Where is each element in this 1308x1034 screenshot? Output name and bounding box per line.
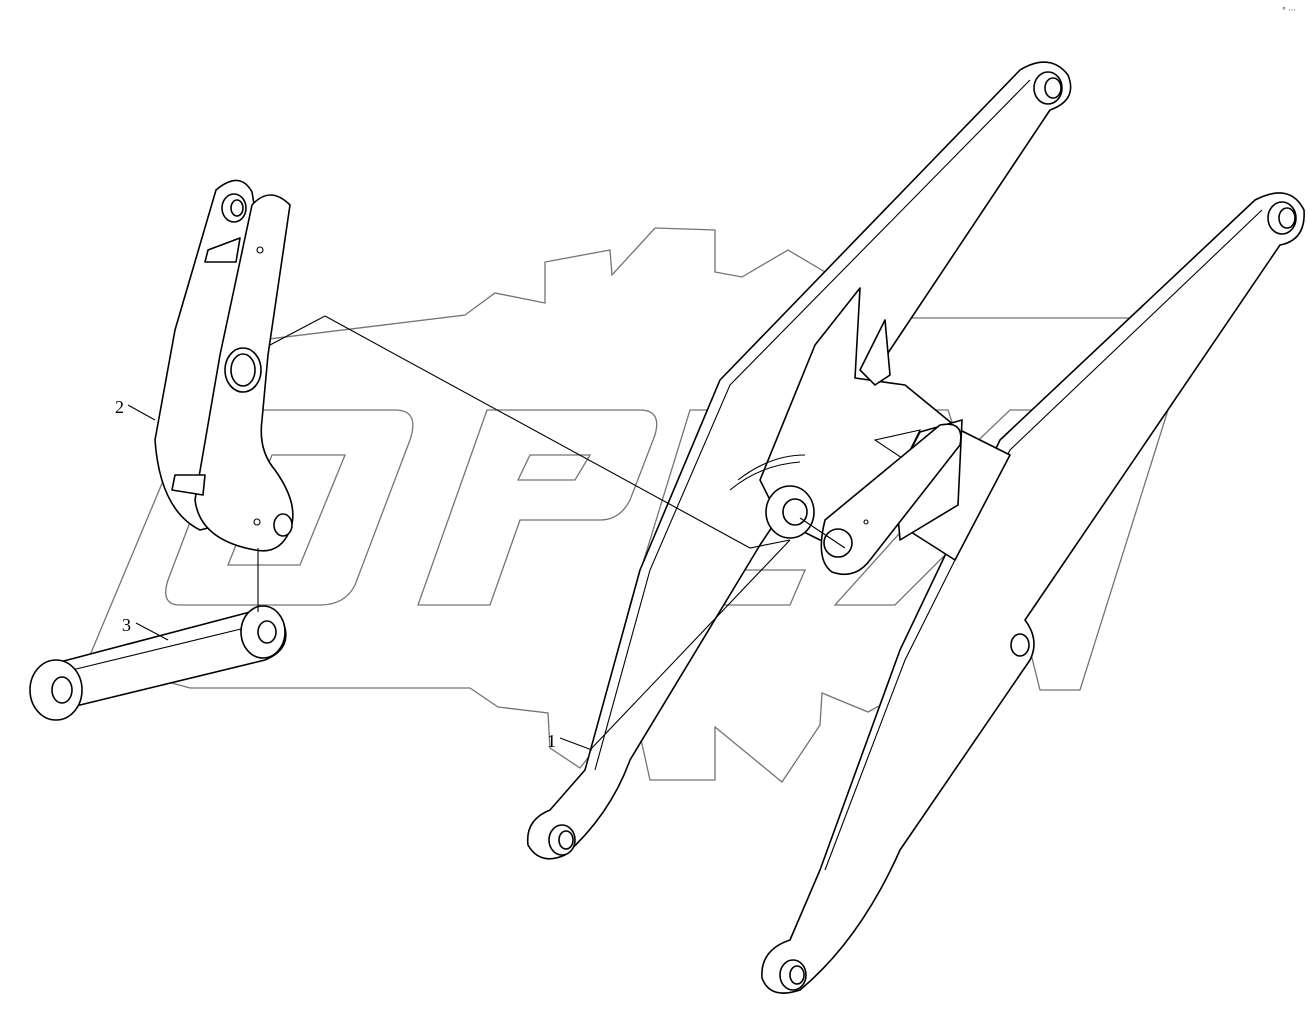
- link-rod: [29, 605, 287, 721]
- watermark-letter-p: [417, 409, 658, 606]
- bell-crank-lower-rib: [171, 474, 206, 496]
- callout-1-label: 1: [547, 731, 556, 751]
- corner-mark: ° ···: [1281, 6, 1296, 15]
- callout-3-label: 3: [122, 615, 131, 635]
- callout-3-leader: [135, 622, 169, 641]
- boom-right-arm: [761, 192, 1305, 994]
- boom-tube-flange: [859, 319, 891, 386]
- callout-2-leader: [127, 404, 156, 421]
- callout-2-label: 2: [115, 397, 124, 417]
- assembly-lines: [257, 315, 791, 751]
- callout-group: 1 2 3: [115, 397, 593, 751]
- bell-crank-upper-rib: [204, 237, 241, 263]
- boom-right-mid-hole: [1010, 633, 1030, 657]
- bell-crank: [154, 179, 294, 552]
- callout-1-leader: [559, 737, 593, 751]
- boom-pivot-plate: [820, 423, 962, 576]
- boom-assembly: [526, 61, 1305, 994]
- bell-crank-bottom-hole: [273, 513, 293, 537]
